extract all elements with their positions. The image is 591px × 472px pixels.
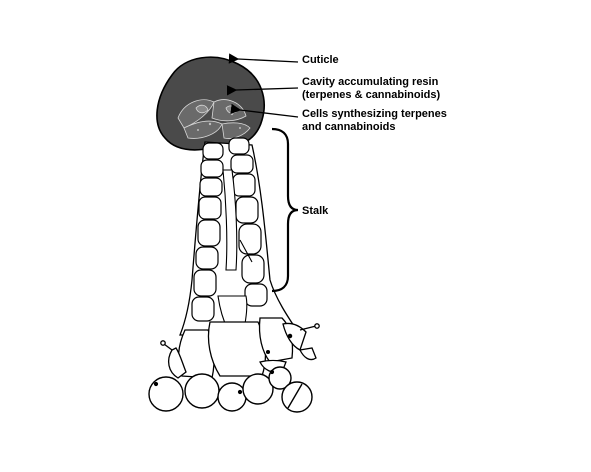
cells-arrow bbox=[230, 103, 299, 118]
subtending-cells bbox=[148, 366, 313, 413]
stalk-cells-right bbox=[228, 137, 268, 307]
cuticle-label-text: Cuticle bbox=[302, 54, 339, 66]
cuticle-arrow bbox=[228, 53, 299, 64]
cuticle-label: Cuticle bbox=[302, 54, 339, 67]
stalk-label-text: Stalk bbox=[302, 205, 329, 217]
synthesizing-cells-label: Cells synthesizing terpenes and cannabin… bbox=[302, 108, 447, 134]
stalk-cells-left bbox=[191, 142, 224, 322]
cavity-arrow bbox=[226, 85, 299, 96]
resin-cavity-label-line1: Cavity accumulating resin bbox=[302, 76, 439, 88]
synthesizing-cells-label-line1: Cells synthesizing terpenes bbox=[302, 108, 447, 120]
resin-cavity-label-line2: (terpenes & cannabinoids) bbox=[302, 89, 441, 101]
base-cells bbox=[160, 317, 320, 379]
stalk-label: Stalk bbox=[302, 205, 328, 218]
callout-arrows bbox=[226, 53, 299, 118]
stalk-brace bbox=[271, 127, 299, 293]
secretory-cells bbox=[177, 99, 251, 139]
synthesizing-cells-label-line2: and cannabinoids bbox=[302, 121, 396, 133]
glandular-head bbox=[156, 56, 265, 151]
resin-cavity-label: Cavity accumulating resin (terpenes & ca… bbox=[302, 76, 440, 102]
